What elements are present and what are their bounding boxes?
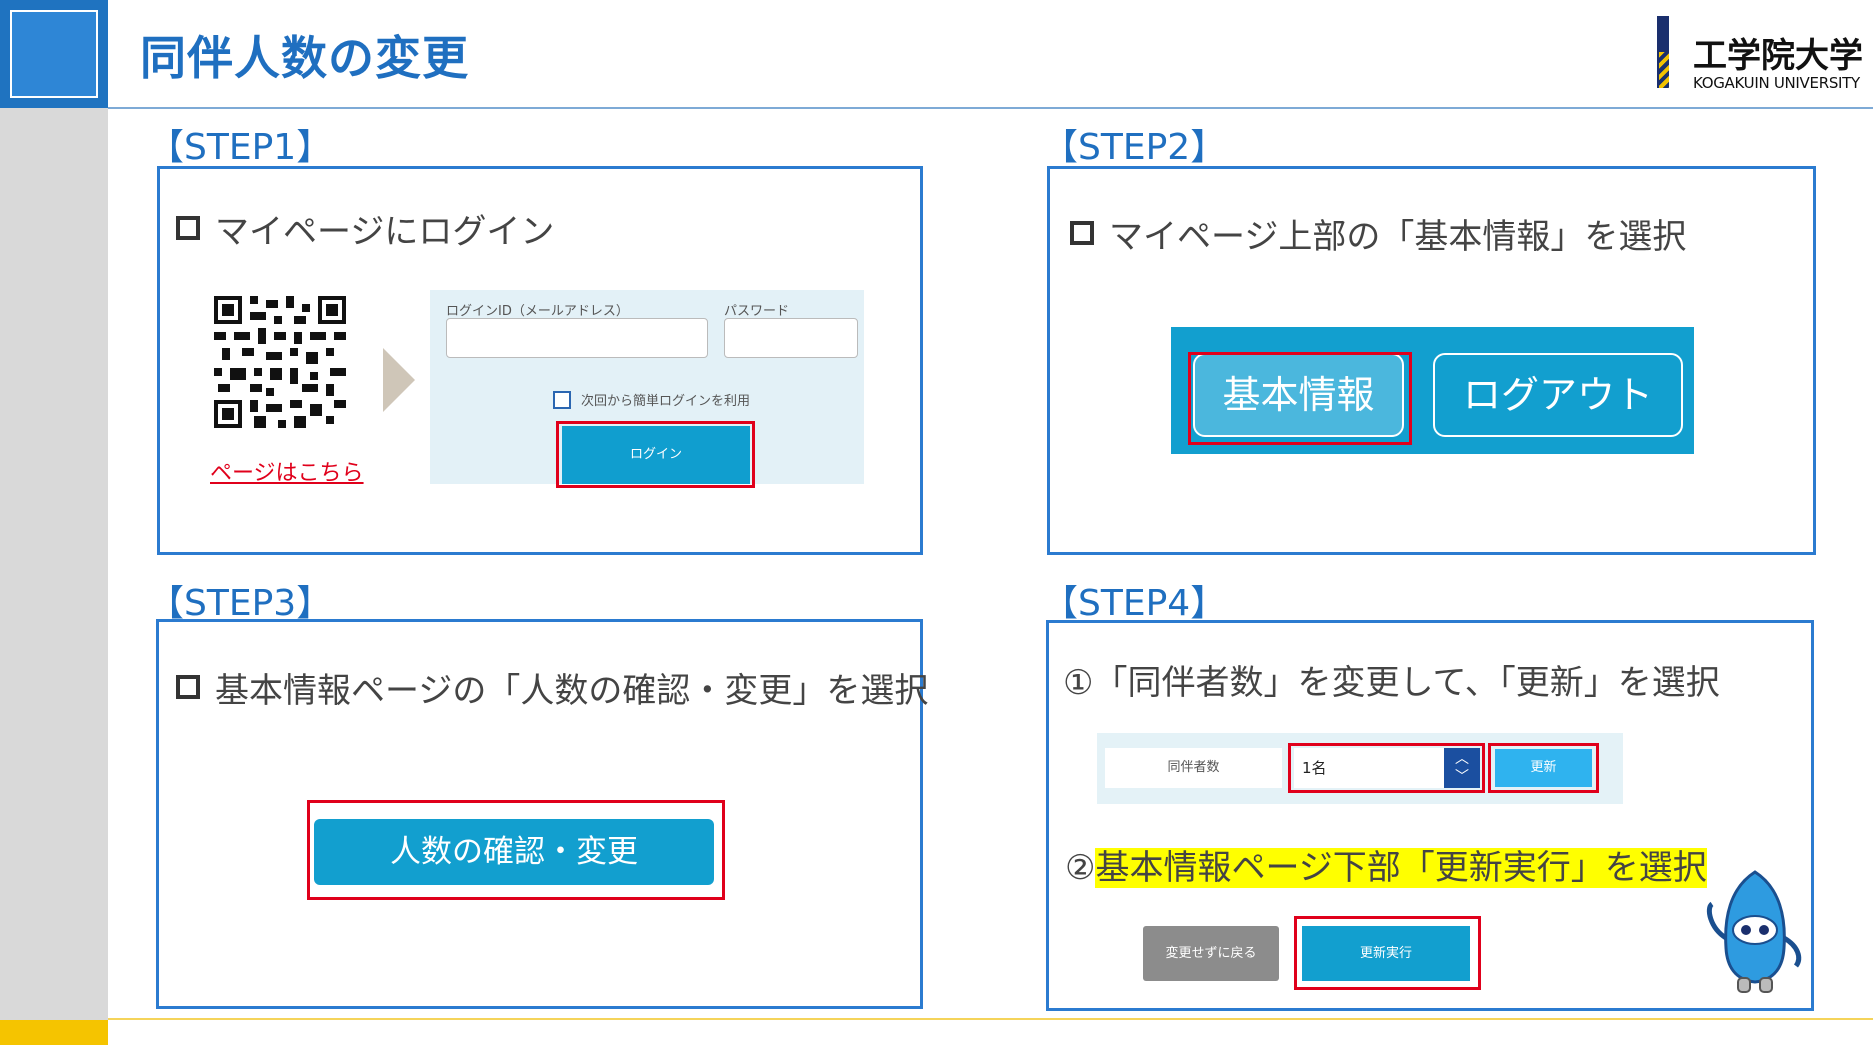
left-sidebar-bar (0, 108, 108, 1020)
companion-count-label: 同伴者数 (1105, 748, 1282, 788)
companion-highlight-frame (1288, 743, 1485, 793)
footer-accent (0, 1020, 108, 1045)
remember-checkbox[interactable] (553, 391, 571, 409)
execute-update-button[interactable]: 更新実行 (1302, 926, 1470, 981)
footer-divider (108, 1018, 1873, 1020)
step3-label: 【STEP3】 (148, 583, 333, 624)
update-highlight-frame (1488, 743, 1599, 793)
login-id-field[interactable] (446, 318, 708, 358)
mascot-icon (1706, 870, 1802, 993)
step2-instruction: マイページ上部の「基本情報」を選択 (1109, 217, 1687, 257)
login-id-label: ログインID（メールアドレス） (446, 304, 629, 319)
update-button[interactable]: 更新 (1495, 749, 1592, 787)
password-label: パスワード (724, 304, 790, 319)
page-title: 同伴人数の変更 (140, 31, 469, 85)
qr-code-icon (214, 296, 346, 428)
logo-name-jp: 工学院大学 (1693, 36, 1863, 76)
header-divider (108, 107, 1873, 109)
back-without-change-button[interactable]: 変更せずに戻る (1143, 926, 1279, 981)
step1-label: 【STEP1】 (148, 127, 333, 168)
step3-panel (156, 619, 923, 1009)
execute-highlight-frame (1294, 916, 1481, 990)
step2-label: 【STEP2】 (1042, 127, 1227, 168)
qr-page-link[interactable]: ページはこちら (210, 461, 364, 486)
arrow-right-icon (383, 348, 415, 412)
basic-info-highlight-frame (1188, 352, 1412, 445)
step4-instruction-2: ②基本情報ページ下部「更新実行」を選択 (1065, 840, 1707, 889)
step4-instruction-2-highlight: 基本情報ページ下部「更新実行」を選択 (1095, 848, 1707, 888)
chevron-updown-icon[interactable]: ︿﹀ (1444, 748, 1480, 788)
confirm-highlight-frame (307, 800, 725, 900)
step4-instruction-1: ①「同伴者数」を変更して、「更新」を選択 (1063, 663, 1720, 703)
checkbox-bullet-icon (176, 675, 200, 699)
logo-stripes (1659, 52, 1669, 88)
logout-button[interactable]: ログアウト (1433, 353, 1683, 437)
remember-label: 次回から簡単ログインを利用 (581, 394, 751, 409)
companion-count-select[interactable]: 1名 (1294, 748, 1444, 788)
step1-instruction: マイページにログイン (215, 212, 555, 252)
confirm-change-button[interactable]: 人数の確認・変更 (314, 819, 714, 885)
step4-label: 【STEP4】 (1042, 583, 1227, 624)
step3-instruction: 基本情報ページの「人数の確認・変更」を選択 (215, 671, 929, 711)
password-field[interactable] (724, 318, 858, 358)
login-button[interactable]: ログイン (562, 426, 750, 484)
login-highlight-frame (556, 421, 755, 488)
logo-name-en: KOGAKUIN UNIVERSITY (1693, 74, 1860, 92)
checkbox-bullet-icon (176, 216, 200, 240)
checkbox-bullet-icon (1070, 221, 1094, 245)
step4-instruction-2-number: ② (1065, 848, 1096, 888)
corner-square (10, 10, 98, 98)
